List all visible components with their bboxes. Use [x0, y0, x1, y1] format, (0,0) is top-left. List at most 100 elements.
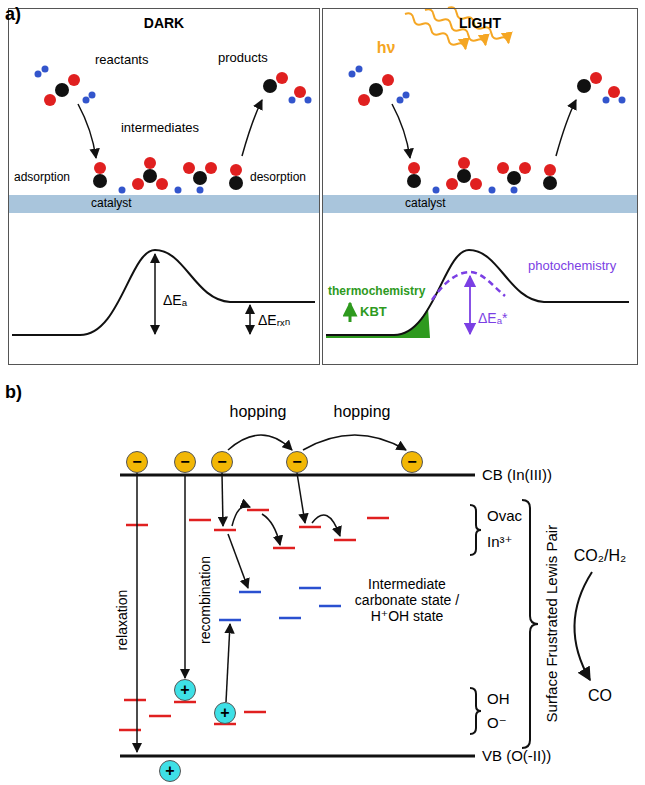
text-label: hν [377, 39, 396, 57]
illustration-line [226, 624, 230, 702]
electron-circle: − [174, 451, 196, 473]
illustration-line [279, 617, 301, 620]
text-label: photochemistry [528, 259, 616, 274]
illustration-circle [175, 187, 182, 194]
illustration-path [228, 435, 292, 450]
illustration-line [334, 539, 356, 542]
illustration-line [214, 529, 236, 532]
text-label: a) [5, 4, 21, 25]
illustration-line [367, 517, 389, 520]
illustration-path [242, 100, 262, 156]
illustration-line [174, 701, 196, 704]
illustration-line [154, 254, 156, 334]
illustration-line [189, 519, 211, 522]
text-label: products [218, 51, 268, 66]
illustration-circle [44, 94, 56, 106]
illustration-line [219, 619, 241, 622]
charge-sign: − [292, 454, 301, 470]
illustration-line [349, 303, 352, 322]
text-label: Surface Frustrated Lewis Pair [543, 525, 560, 723]
text-label: b) [5, 382, 22, 403]
text-label: Ovac [487, 507, 522, 524]
illustration-line [299, 587, 321, 590]
text-label: VB (O(-II)) [482, 747, 551, 764]
panel-box: DARKcatalyst [8, 8, 320, 365]
illustration-circle [144, 157, 156, 169]
illustration-circle [197, 187, 204, 194]
illustration-line [297, 473, 305, 523]
illustration-circle [263, 79, 277, 93]
illustration-circle [132, 178, 144, 190]
band-label: catalyst [91, 197, 132, 210]
illustration-line [149, 715, 171, 718]
illustration-line [239, 591, 261, 594]
hole-circle: + [214, 702, 236, 724]
illustration-circle [294, 86, 306, 98]
illustration-g [219, 588, 341, 620]
illustration-g [137, 435, 592, 752]
illustration-path [232, 506, 250, 526]
electron-circle: − [211, 451, 233, 473]
electron-circle: − [126, 451, 148, 473]
hole-circle: + [159, 760, 181, 782]
illustration-path [262, 514, 280, 545]
illustration-line [299, 526, 321, 529]
illustration-line [273, 547, 295, 550]
text-label: thermochemistry [328, 285, 425, 299]
charge-sign: + [180, 682, 189, 698]
illustration-path [78, 104, 96, 158]
text-label: OH [487, 690, 510, 707]
illustration-line [228, 534, 248, 588]
illustration-line [247, 509, 269, 512]
text-label: CB (In(III)) [482, 466, 552, 483]
text-label: O⁻ [487, 714, 507, 731]
illustration-g [119, 510, 389, 730]
text-label: CO₂/H₂ [574, 547, 626, 565]
text-label: recombination [197, 556, 213, 644]
text-label: relaxation [114, 590, 130, 651]
text-label: reactants [95, 53, 148, 68]
illustration-circle [143, 169, 157, 183]
text-label: adsorption [14, 171, 70, 185]
charge-sign: − [132, 454, 141, 470]
illustration-path [574, 572, 592, 680]
text-label: ΔEᵣₓₙ [258, 312, 290, 328]
illustration-path [326, 250, 629, 335]
illustration-line [319, 605, 341, 608]
illustration-path [303, 435, 406, 450]
illustration-circle [289, 97, 296, 104]
illustration-line [120, 755, 475, 758]
illustration-path [470, 505, 481, 555]
recombination-arrow [184, 474, 186, 678]
illustration-circle [35, 71, 42, 78]
illustration-line [136, 473, 138, 752]
illustration-circle [55, 83, 69, 97]
illustration-circle [156, 178, 168, 190]
illustration-line [244, 711, 266, 714]
illustration-path [432, 272, 505, 300]
illustration-path [12, 250, 315, 335]
illustration-circle [89, 92, 96, 99]
text-label: intermediates [121, 121, 199, 136]
illustration-circle [305, 97, 312, 104]
illustration-line [469, 276, 471, 334]
hole-circle: + [174, 679, 196, 701]
electron-circle: − [286, 451, 308, 473]
text-label: KBT [360, 305, 387, 320]
band-label: catalyst [405, 197, 446, 210]
illustration-circle [276, 72, 288, 84]
illustration-circle [93, 174, 107, 188]
charge-sign: − [407, 454, 416, 470]
illustration-line [222, 473, 223, 526]
electron-circle: − [401, 451, 423, 473]
text-label: Intermediate carbonate state / H⁺OH stat… [346, 576, 468, 624]
illustration-circle [68, 74, 80, 86]
illustration-circle [229, 176, 243, 190]
charge-sign: + [220, 705, 229, 721]
illustration-line [124, 699, 146, 702]
charge-sign: − [180, 454, 189, 470]
illustration-circle [230, 164, 242, 176]
text-label: hopping [230, 403, 287, 421]
illustration-circle [119, 187, 126, 194]
illustration-g [35, 66, 312, 194]
